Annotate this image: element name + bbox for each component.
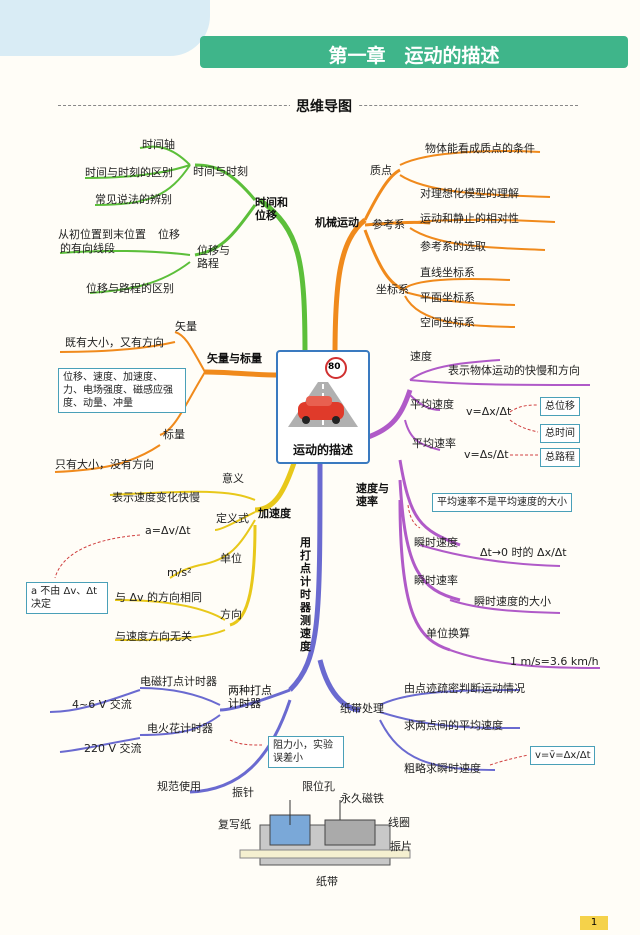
node-vector-scalar: 矢量与标量 (207, 352, 262, 365)
leaf-tape-avg: 求两点间的平均速度 (404, 719, 503, 732)
leaf-common-terms: 常见说法的辨别 (95, 193, 172, 206)
box-avg-speed-note: 平均速率不是平均速度的大小 (432, 493, 572, 512)
leaf-disp-vs-path: 位移与路程的区别 (86, 282, 174, 295)
leaf-spark-timer: 电火花计时器 (147, 722, 213, 735)
chapter-title: 第一章 运动的描述 (328, 45, 500, 67)
node-velocity: 速度 (410, 350, 432, 363)
leaf-disp-def1: 从初位置到末位置 (58, 228, 146, 241)
leaf-space-coord: 空间坐标系 (420, 316, 475, 329)
leaf-velocity-desc: 表示物体运动的快慢和方向 (448, 364, 580, 377)
leaf-tape-inst: 粗略求瞬时速度 (404, 762, 481, 775)
speed-limit-sign: 80 (328, 362, 341, 372)
timer-device-illustration (239, 800, 411, 866)
leaf-line-coord: 直线坐标系 (420, 266, 475, 279)
leaf-unit-conv: 1 m/s=3.6 km/h (510, 655, 599, 668)
device-label-vibrator: 振片 (390, 840, 412, 853)
node-speed-rate: 速度与 速率 (356, 482, 389, 508)
leaf-ref-select: 参考系的选取 (420, 240, 486, 253)
mindmap-heading: 思维导图 (290, 96, 358, 116)
vertical-timer-label: 用打点计时器测速度 (300, 536, 311, 653)
car-illustration (288, 357, 358, 427)
box-total-path: 总路程 (540, 448, 580, 467)
box-tape-formula: v=v̄=Δx/Δt (530, 746, 596, 765)
leaf-em-timer: 电磁打点计时器 (140, 675, 217, 688)
device-label-tape: 纸带 (316, 875, 338, 888)
center-label: 运动的描述 (292, 443, 353, 457)
timer-advantage-box: 阻力小，实验误差小 (268, 736, 344, 768)
leaf-avg-s-formula: v=Δs/Δt (464, 448, 509, 461)
leaf-scalar: 标量 (163, 428, 185, 441)
leaf-meaning-desc: 表示速度变化快慢 (112, 491, 200, 504)
node-coordinate: 坐标系 (376, 283, 409, 296)
leaf-avg-v-formula: v=Δx/Δt (466, 405, 512, 418)
leaf-definition: 定义式 (216, 512, 249, 525)
leaf-dir1: 与 Δv 的方向相同 (115, 591, 203, 604)
leaf-meaning: 意义 (222, 472, 244, 485)
device-label-carbon: 复写纸 (218, 818, 251, 831)
leaf-inst-v-def: Δt→0 时的 Δx/Δt (480, 546, 567, 559)
leaf-relativity: 运动和静止的相对性 (420, 212, 519, 225)
leaf-direction: 方向 (220, 608, 242, 621)
leaf-spark-voltage: 220 V 交流 (84, 742, 142, 755)
device-label-needle: 振针 (232, 786, 254, 799)
center-node: 80 运动的描述 (276, 350, 370, 464)
node-time-position: 时间和 位移 (255, 196, 288, 222)
node-time-moment: 时间与时刻 (193, 165, 248, 178)
node-two-timers: 两种打点 计时器 (228, 684, 272, 710)
leaf-vector-desc: 既有大小，又有方向 (65, 336, 164, 349)
page-number: 1 (580, 916, 608, 930)
node-mechanical-motion: 机械运动 (315, 216, 359, 229)
device-label-hole: 限位孔 (302, 780, 335, 793)
leaf-em-voltage: 4~6 V 交流 (72, 698, 132, 711)
accel-note-box: a 不由 Δv、Δt 决定 (26, 582, 108, 614)
leaf-proper-use: 规范使用 (157, 780, 201, 793)
leaf-scalar-desc: 只有大小，没有方向 (55, 458, 154, 471)
node-displacement-path: 位移与 路程 (197, 244, 230, 270)
node-avg-speed: 平均速率 (412, 437, 456, 450)
node-avg-velocity: 平均速度 (410, 398, 454, 411)
leaf-tape-motion: 由点迹疏密判断运动情况 (404, 682, 525, 695)
leaf-inst-s-desc: 瞬时速度的大小 (474, 595, 551, 608)
leaf-dir2: 与速度方向无关 (115, 630, 192, 643)
device-label-coil: 线圈 (388, 816, 410, 829)
leaf-disp-tag: 位移 (158, 228, 180, 241)
leaf-plane-coord: 平面坐标系 (420, 291, 475, 304)
leaf-ideal-model: 对理想化模型的理解 (420, 187, 519, 200)
leaf-unit-label: 单位 (220, 552, 242, 565)
leaf-timeline: 时间轴 (142, 138, 175, 151)
leaf-particle-cond: 物体能看成质点的条件 (425, 142, 535, 155)
device-label-magnet: 永久磁铁 (340, 792, 384, 805)
node-unit-conv: 单位换算 (426, 627, 470, 640)
corner-decoration (0, 0, 210, 56)
leaf-unit: m/s² (167, 566, 192, 579)
title-bar: 第一章 运动的描述 (200, 36, 628, 68)
node-acceleration: 加速度 (258, 507, 291, 520)
node-inst-speed: 瞬时速率 (414, 574, 458, 587)
vector-examples-box: 位移、速度、加速度、力、电场强度、磁感应强度、动量、冲量 (58, 368, 186, 413)
leaf-vector: 矢量 (175, 320, 197, 333)
leaf-disp-def2: 的有向线段 (60, 242, 115, 255)
box-total-displacement: 总位移 (540, 397, 580, 416)
node-particle: 质点 (370, 164, 392, 177)
leaf-formula: a=Δv/Δt (145, 524, 191, 537)
node-inst-velocity: 瞬时速度 (414, 536, 458, 549)
node-reference: 参考系 (372, 218, 405, 231)
leaf-time-diff: 时间与时刻的区别 (85, 166, 173, 179)
box-total-time: 总时间 (540, 424, 580, 443)
node-tape: 纸带处理 (340, 702, 384, 715)
